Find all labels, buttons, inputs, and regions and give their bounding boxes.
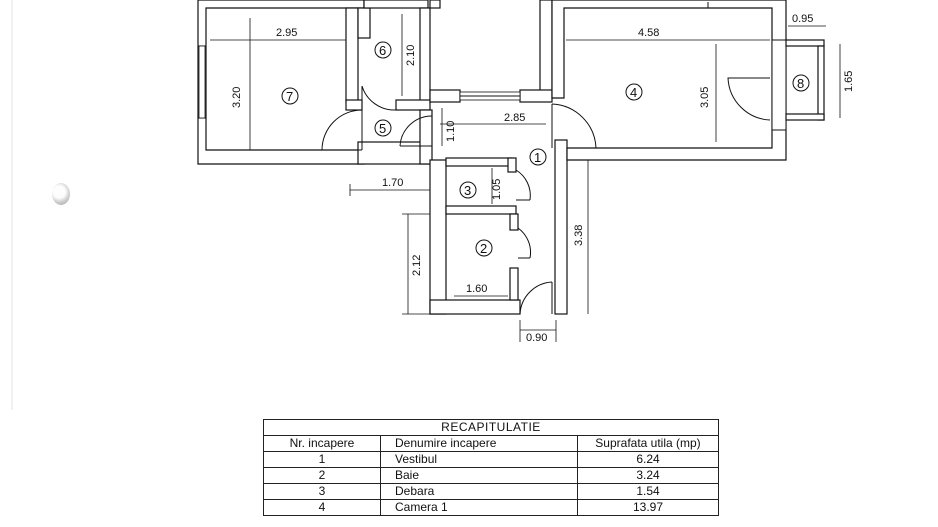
left-block-walls	[197, 0, 433, 165]
room-number-8: 8	[792, 74, 810, 92]
table-row: 2 Baie 3.24	[263, 467, 719, 484]
room-number-2: 2	[475, 239, 493, 257]
dim-room7-height: 3.20	[231, 87, 243, 108]
recap-header-row: Nr. incapere Denumire incapere Suprafata…	[263, 435, 719, 452]
table-row: 4 Camera 1 13.97	[263, 499, 719, 516]
svg-text:5: 5	[379, 121, 386, 136]
hall-walls	[429, 0, 597, 315]
header-usable-area: Suprafata utila (mp)	[577, 435, 719, 452]
cell-room-name: Vestibul	[380, 451, 578, 468]
svg-text:3: 3	[464, 183, 471, 198]
dim-room3-height: 1.05	[491, 179, 503, 200]
room-number-5: 5	[374, 119, 392, 137]
cell-room-name: Debara	[380, 483, 578, 500]
dim-room7-width: 2.95	[276, 27, 297, 39]
dim-room4-height: 3.05	[699, 87, 711, 108]
dim-room2-width: 1.60	[466, 283, 487, 295]
cell-room-number: 2	[263, 467, 381, 484]
room-number-7: 7	[281, 87, 299, 105]
table-row: 3 Debara 1.54	[263, 483, 719, 500]
dim-balcony-height: 1.65	[843, 71, 855, 92]
floor-plan: 2.95 3.20 2.10 2.85 1.10 4.58 3.05 0.95 …	[11, 0, 855, 410]
dim-balcony-width: 0.95	[792, 13, 813, 25]
cell-area: 13.97	[577, 499, 719, 516]
right-block-walls	[551, 0, 825, 161]
punch-hole	[52, 183, 70, 205]
cell-area: 6.24	[577, 451, 719, 468]
cell-room-number: 4	[263, 499, 381, 516]
recap-table: RECAPITULATIE Nr. incapere Denumire inca…	[263, 419, 719, 516]
dim-room4-width: 4.58	[638, 27, 659, 39]
recap-title-row: RECAPITULATIE	[263, 419, 719, 436]
svg-text:2: 2	[480, 241, 487, 256]
header-room-number: Nr. incapere	[263, 435, 381, 452]
dim-hall-height: 1.10	[445, 121, 457, 142]
svg-text:8: 8	[797, 76, 804, 91]
recap-title: RECAPITULATIE	[263, 419, 719, 436]
dim-door-width: 0.90	[526, 332, 547, 344]
dim-hall-width: 2.85	[504, 112, 525, 124]
cell-area: 1.54	[577, 483, 719, 500]
dim-left-extension: 1.70	[382, 177, 403, 189]
svg-text:6: 6	[379, 43, 386, 58]
cell-room-number: 3	[263, 483, 381, 500]
room-number-4: 4	[625, 83, 643, 101]
room-number-6: 6	[374, 41, 392, 59]
header-room-name: Denumire incapere	[380, 435, 578, 452]
table-row: 1 Vestibul 6.24	[263, 451, 719, 468]
dim-room2-height: 2.12	[411, 255, 423, 276]
dim-room6-height: 2.10	[405, 45, 417, 66]
svg-text:1: 1	[534, 150, 541, 165]
dimension-lines	[210, 14, 841, 342]
dim-corridor-height: 3.38	[573, 225, 585, 246]
svg-text:7: 7	[286, 89, 293, 104]
room-number-3: 3	[459, 181, 477, 199]
cell-area: 3.24	[577, 467, 719, 484]
cell-room-number: 1	[263, 451, 381, 468]
svg-text:4: 4	[630, 85, 637, 100]
room-number-1: 1	[529, 148, 547, 166]
cell-room-name: Baie	[380, 467, 578, 484]
cell-room-name: Camera 1	[380, 499, 578, 516]
